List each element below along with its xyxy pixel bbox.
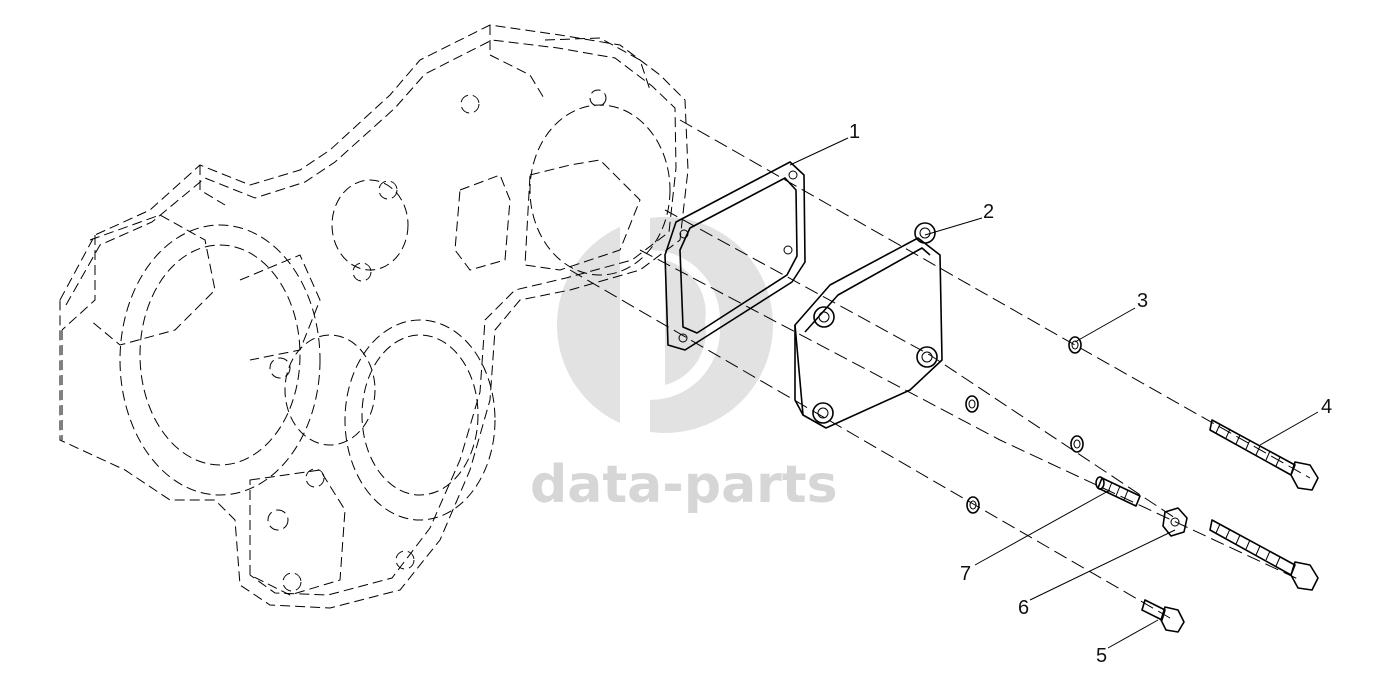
- callout-1: 1: [849, 121, 860, 143]
- alignment-lines: [569, 119, 1311, 619]
- part-2-cover-plate: [794, 222, 943, 429]
- callout-7: 7: [960, 563, 971, 585]
- part-5-short-bolt: [1141, 599, 1185, 633]
- part-7-stud: [1095, 476, 1141, 507]
- callout-5: 5: [1096, 645, 1107, 667]
- watermark-text: data-parts: [530, 455, 838, 515]
- callout-3: 3: [1137, 290, 1148, 312]
- part-4-long-bolts: [1209, 419, 1319, 591]
- callout-6: 6: [1018, 597, 1029, 619]
- callout-2: 2: [983, 201, 994, 223]
- gear-housing: [59, 24, 689, 609]
- callout-4: 4: [1321, 396, 1332, 418]
- callout-leaders: [789, 137, 1319, 649]
- watermark-logo: [557, 200, 773, 440]
- part-3-washers: [965, 336, 1084, 514]
- part-1-gasket: [664, 161, 806, 351]
- part-6-nut: [1162, 507, 1188, 537]
